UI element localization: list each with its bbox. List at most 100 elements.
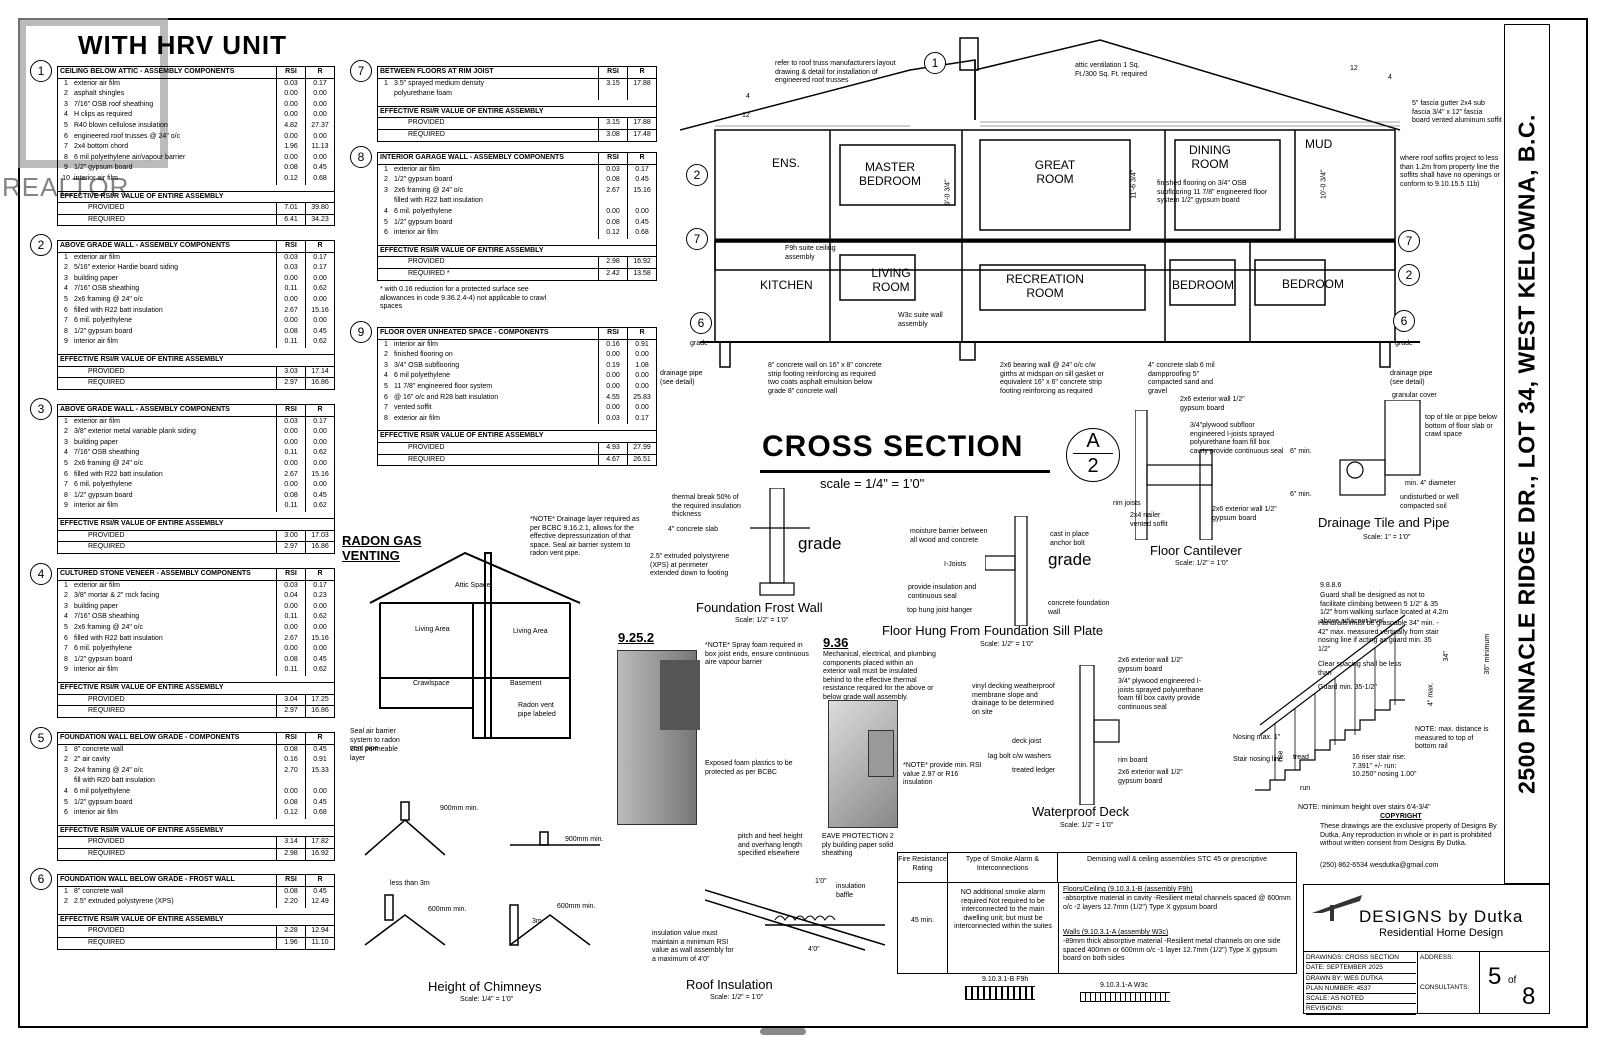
row-number: 1 — [64, 417, 68, 425]
row-rsi: 0.00 — [598, 403, 627, 414]
deck-ledger: treated ledger — [1012, 767, 1056, 774]
radon-vent: Radon vent pipe labeled — [518, 702, 556, 718]
scroll-handle[interactable] — [760, 1028, 806, 1035]
row-description: exterior air film — [74, 581, 120, 589]
drainage-diagram — [1339, 400, 1421, 496]
fire-f9h-graphic — [965, 986, 1035, 1000]
row-number: 6 — [64, 306, 68, 314]
effective-r: 26.51 — [627, 454, 656, 466]
row-r: 0.45 — [305, 326, 334, 338]
effective-rsi: 7.01 — [276, 203, 305, 214]
row-description: interior air film — [74, 666, 118, 674]
row-rsi: 0.00 — [276, 110, 305, 121]
row-rsi: 0.08 — [276, 744, 305, 756]
row-number: 2 — [64, 756, 68, 764]
footing-note: 8" concrete wall on 16" x 8" concrete st… — [768, 362, 882, 395]
grade-left: grade — [690, 340, 708, 347]
row-rsi: 0.00 — [598, 371, 627, 382]
callout-7-left: 7 — [686, 228, 708, 250]
dining-floor-note: finished flooring on 3/4" OSB subfloorin… — [1157, 180, 1268, 204]
table-title: FLOOR OVER UNHEATED SPACE - COMPONENTS — [380, 329, 549, 336]
row-r: 0.45 — [305, 163, 334, 174]
r-header: R — [305, 733, 334, 744]
row-rsi: 0.08 — [598, 175, 627, 186]
row-rsi: 0.00 — [276, 601, 305, 613]
row-number: 8 — [64, 327, 68, 335]
r-header: R — [627, 328, 656, 339]
cross-section-drawing — [680, 37, 1420, 368]
row-number: 6 — [64, 634, 68, 642]
row-number — [378, 89, 394, 100]
row-description: 7/16" OSB sheathing — [74, 449, 140, 457]
cant-c: rim joists — [1113, 500, 1141, 507]
row-r: 0.00 — [305, 480, 334, 491]
stair-code: 9.8.8.6 — [1320, 582, 1342, 589]
table-title: INTERIOR GARAGE WALL - ASSEMBLY COMPONEN… — [380, 154, 564, 161]
stair-nosing: Nosing max. 1" — [1233, 734, 1281, 741]
roofins-scale: Scale: 1/2" = 1'0" — [710, 994, 764, 1001]
sheet-total: 8 — [1522, 983, 1536, 1010]
row-description: 2x4 framing @ 24" o/c — [74, 766, 144, 774]
title-block-row: PLAN NUMBER: 4537 — [1306, 984, 1416, 995]
sill-wall: concrete foundation wall — [1048, 600, 1110, 616]
row-description: H clips as required — [74, 111, 132, 119]
radon-crawl: Crawlspace — [413, 680, 450, 687]
r-header: R — [305, 241, 334, 252]
effective-r: 16.92 — [627, 257, 656, 268]
room-ensuite: ENS. — [772, 156, 801, 170]
sill-moist: moisture barrier between all wood and co… — [910, 528, 988, 544]
row-number: 5 — [64, 121, 68, 129]
row-r: 0.00 — [305, 458, 334, 470]
cant-title: Floor Cantilever — [1150, 543, 1242, 558]
sill-scale: Scale: 1/2" = 1'0" — [980, 641, 1034, 648]
frost-break: thermal break 50% of the required insula… — [672, 494, 741, 518]
d936-panel-image — [828, 700, 898, 828]
row-rsi: 0.12 — [276, 173, 305, 185]
effective-rsi: 2.97 — [276, 542, 305, 553]
effective-rsi: 3.08 — [598, 129, 627, 141]
drawing-sheet — [18, 18, 1588, 1028]
deck-rim: rim board — [1118, 757, 1148, 764]
effective-rsi: 3.14 — [276, 837, 305, 848]
drainage-right: drainage pipe (see detail) — [1390, 370, 1433, 386]
sill-grade: grade — [1048, 550, 1092, 569]
row-rsi — [276, 776, 305, 787]
deck-title: Waterproof Deck — [1032, 804, 1130, 819]
row-number — [58, 776, 74, 787]
row-number: 7 — [64, 317, 68, 325]
row-description: 1/2" gypsum board — [74, 798, 133, 806]
title-block-row: SCALE: AS NOTED — [1306, 994, 1416, 1005]
effective-rsi: 3.04 — [276, 694, 305, 706]
effective-r: 34.23 — [305, 214, 334, 226]
section-tag: A 2 — [1066, 428, 1120, 482]
row-description: 3/8" mortar & 2" rock facing — [74, 592, 160, 600]
fire-smoke: NO additional smoke alarm required Not r… — [954, 889, 1052, 930]
row-number: 2 — [64, 264, 68, 272]
stair-rise: rise — [1277, 750, 1285, 762]
row-rsi: 0.00 — [276, 786, 305, 798]
table-number-circle: 1 — [30, 60, 52, 82]
row-rsi: 0.16 — [598, 339, 627, 351]
row-r: 0.00 — [627, 371, 656, 382]
row-number: 5 — [384, 382, 388, 390]
effective-rsi: 2.97 — [276, 378, 305, 389]
row-description: 1/2" gypsum board — [74, 327, 133, 335]
row-description: 1/2" gypsum board — [394, 176, 453, 184]
row-r: 0.45 — [305, 886, 334, 898]
grade-right: grade — [1395, 340, 1413, 347]
cant-d: 2x4 nailer vented soffit — [1130, 512, 1168, 528]
row-rsi: 0.12 — [598, 228, 627, 239]
row-description: interior air film — [74, 338, 118, 346]
row-description: exterior air film — [74, 253, 120, 261]
